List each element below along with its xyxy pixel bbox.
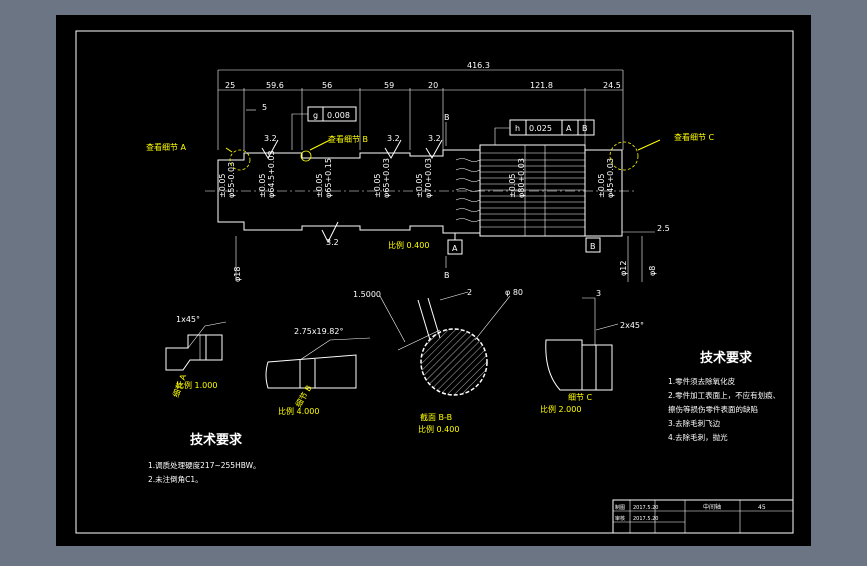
svg-text:3.2: 3.2 — [428, 134, 441, 143]
svg-text:B: B — [582, 124, 588, 133]
tb-r2c2: 2017.5.20 — [633, 516, 658, 522]
dia-text-2: ±0.05φ64.5+0.03 — [258, 150, 276, 198]
tb-r1c1: 制图 — [615, 504, 625, 511]
overall-dim-text: 416.3 — [467, 61, 490, 70]
detail-b-ref: 查看细节 B — [328, 134, 368, 144]
tech-right-item-1: 1.零件须去除氧化皮 — [668, 376, 736, 386]
svg-text:A: A — [452, 244, 458, 253]
section-dim1: 1.5000 — [353, 290, 381, 299]
dia-text-5: ±0.05φ70+0.03 — [415, 158, 433, 198]
tech-right-item-4: 3.去除毛刺飞边 — [668, 418, 721, 428]
section-scale: 比例 0.400 — [418, 424, 459, 434]
inner-border — [75, 30, 794, 534]
dia-text-7: ±0.05φ45+0.03 — [597, 158, 615, 198]
svg-text:g: g — [313, 111, 318, 120]
svg-text:0.025: 0.025 — [529, 124, 552, 133]
dia-text-4: ±0.05φ65+0.03 — [373, 158, 391, 198]
detail-c-num: 3 — [596, 289, 601, 298]
tech-notes-right: 技术要求 1.零件须去除氧化皮 2.零件加工表面上，不应有划痕、 擦伤等损伤零件… — [668, 350, 780, 442]
main-scale: 比例 0.400 — [388, 240, 429, 250]
detail-a-circle — [229, 149, 251, 171]
detail-c-scale: 比例 2.000 — [540, 404, 581, 414]
paper-sheet — [56, 15, 811, 546]
svg-text:3.2: 3.2 — [326, 238, 339, 247]
section-mark-bottom: B — [444, 271, 450, 280]
seg-dim-6: 121.8 — [530, 81, 553, 90]
dia-text-6: ±0.05φ80+0.03 — [508, 158, 526, 198]
dim-5: 5 — [262, 103, 267, 112]
dia-text-3: ±0.05φ65+0.15 — [315, 158, 333, 198]
tech-right-item-5: 4.去除毛刺，抛光 — [668, 432, 728, 442]
detail-c-name: 细节 C — [568, 392, 593, 402]
seg-dim-3: 56 — [322, 81, 332, 90]
tech-notes-left: 技术要求 1.调质处理硬度217~255HBW。 2.未注倒角C1。 — [148, 432, 261, 484]
dia-text-1: ±0.05φ55-0.03 — [218, 162, 236, 198]
dim-2-5: 2.5 — [657, 224, 670, 233]
roughness-symbols: 3.2 3.2 3.2 3.2 — [261, 134, 443, 247]
seg-dim-5: 20 — [428, 81, 438, 90]
svg-text:A: A — [566, 124, 572, 133]
datum-B: B — [585, 237, 601, 253]
section-name: 截面 B-B — [420, 412, 452, 422]
svg-text:3.2: 3.2 — [387, 134, 400, 143]
dim-phi18: φ18 — [233, 267, 242, 282]
detail-b-scale: 比例 4.000 — [278, 406, 319, 416]
section-dia: φ 80 — [505, 288, 523, 297]
detail-c-chamfer: 2x45° — [620, 321, 644, 330]
detail-c-circle — [609, 141, 639, 171]
detail-a-ref: 查看细节 A — [146, 142, 187, 152]
tb-r2c1: 审核 — [615, 515, 625, 522]
dim-phi12: φ12 — [619, 261, 628, 276]
section-gear — [420, 328, 488, 396]
svg-text:3.2: 3.2 — [264, 134, 277, 143]
title-block: 制图 2017.5.20 审核 2017.5.20 中间轴 45 — [612, 499, 794, 534]
main-shaft-view: 416.3 25 59.6 56 59 20 121.8 24.5 5 — [146, 61, 715, 282]
tech-right-item-2: 2.零件加工表面上，不应有划痕、 — [668, 390, 780, 400]
detail-c-ref: 查看细节 C — [674, 132, 715, 142]
detail-b-circle — [300, 150, 312, 162]
diameter-labels: ±0.05φ55-0.03 ±0.05φ64.5+0.03 ±0.05φ65+0… — [218, 150, 615, 198]
gear-section — [479, 144, 586, 237]
detail-b-dim: 2.75x19.82° — [294, 327, 343, 336]
detail-a-chamfer: 1x45° — [176, 315, 200, 324]
tb-name: 中间轴 — [703, 503, 721, 511]
tb-code: 45 — [758, 504, 766, 511]
seg-dim-4: 59 — [384, 81, 394, 90]
datum-A: A — [447, 233, 463, 255]
section-num: 2 — [467, 288, 472, 297]
dim-phi8: φ8 — [648, 266, 657, 276]
tech-left-item-1: 1.调质处理硬度217~255HBW。 — [148, 460, 261, 470]
detail-c-view: 3 2x45° 细节 C 比例 2.000 — [540, 289, 644, 414]
tech-right-item-3: 擦伤等损伤零件表面的缺陷 — [668, 404, 758, 414]
svg-text:h: h — [515, 124, 520, 133]
spline-teeth — [455, 158, 481, 222]
tb-r1c2: 2017.5.20 — [633, 505, 658, 511]
seg-dim-2: 59.6 — [266, 81, 284, 90]
tech-left-title: 技术要求 — [190, 432, 243, 448]
tech-left-item-2: 2.未注倒角C1。 — [148, 474, 203, 484]
detail-a-scale: 比例 1.000 — [176, 380, 217, 390]
seg-dim-1: 25 — [225, 81, 235, 90]
svg-text:B: B — [590, 242, 596, 251]
tech-right-title: 技术要求 — [700, 350, 753, 366]
gear-teeth-lines — [480, 145, 585, 236]
tolerance-h-box: h 0.025 A B — [494, 119, 595, 145]
svg-text:0.008: 0.008 — [327, 111, 350, 120]
section-view: 1.5000 2 φ 80 截面 B-B 比例 0.400 — [353, 288, 523, 434]
section-mark-top: B — [444, 113, 450, 122]
seg-dim-7: 24.5 — [603, 81, 621, 90]
tolerance-g-box: g 0.008 — [291, 106, 357, 150]
